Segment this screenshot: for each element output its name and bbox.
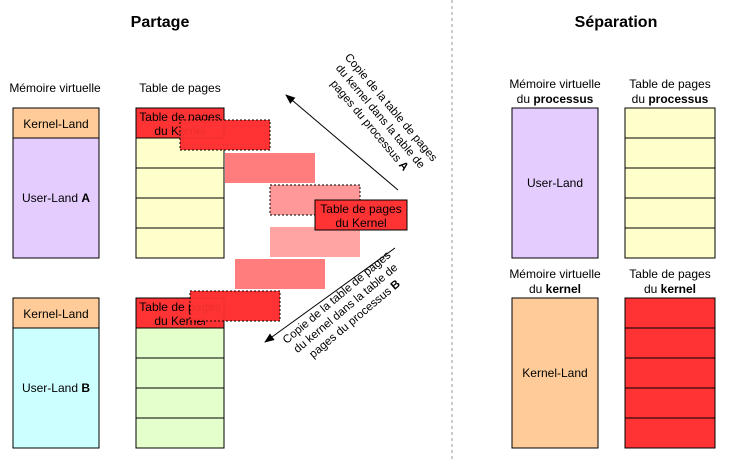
process-b-kernel-land [12,297,100,329]
separation-kernel-page-table [624,297,716,449]
kernel-pt-label-line1: Table de pages [629,267,710,281]
process-a-user-land-label: User-Land A [22,191,90,205]
process-b-user-land [12,327,100,449]
process-a-user-land [12,137,100,259]
copy-b-arrow [264,247,396,343]
separation-user-land [511,107,599,259]
separation-title: Séparation [575,14,658,31]
process-b-user-land-label: User-Land B [22,381,90,395]
kernel-pt-label-line2: du kernel [644,282,696,296]
process-b-kernel-land-label: Kernel-Land [23,307,88,321]
kernel-page-table [314,199,408,231]
virtual-memory-label: Mémoire virtuelle [9,81,101,95]
process-pt-label-line2: du processus [632,92,709,106]
kernel-vm-label-line2: du kernel [529,282,581,296]
kernel-vm-label-line1: Mémoire virtuelle [509,267,601,281]
process-vm-label-line1: Mémoire virtuelle [509,77,601,91]
process-pt-label-line1: Table de pages [629,77,710,91]
copy-a-ghost-4 [225,153,315,183]
kernel-page-table-line1: Table de pages [320,202,401,216]
kernel-page-table-line2: du Kernel [335,216,386,230]
copy-b-ghost-4 [235,259,325,289]
copy-b-ghost-3 [270,227,360,257]
partage-title: Partage [131,14,190,31]
process-a-kernel-land-label: Kernel-Land [23,117,88,131]
process-vm-label-line2: du processus [517,92,594,106]
copy-a-arrow [285,94,399,191]
separation-kernel-land [511,297,599,449]
separation-kernel-land-label: Kernel-Land [522,366,587,380]
copy-a-caption: Copie de la table de pages du kernel dan… [328,52,440,174]
separation-user-land-label: User-Land [527,176,583,190]
page-table-label: Table de pages [139,81,220,95]
svg-text:du kernel dans la table de: du kernel dans la table de [333,62,427,171]
separation-process-page-table [624,107,716,259]
